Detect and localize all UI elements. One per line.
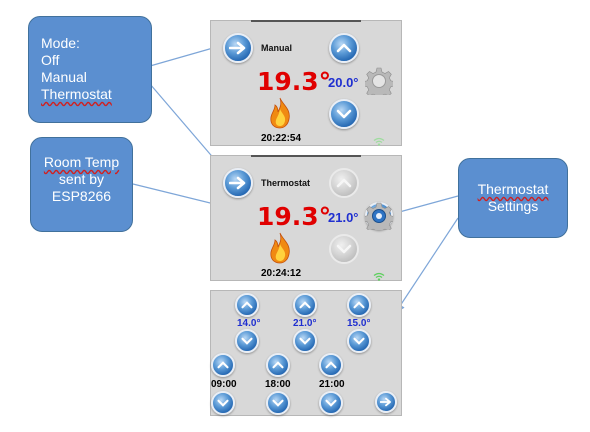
chevron-up-icon xyxy=(353,301,365,309)
screen-manual: Manual 19.3° 20.0° 20:22:54 xyxy=(210,20,402,146)
time3-value: 21:00 xyxy=(319,379,345,390)
room-temperature: 19.3° xyxy=(257,202,332,231)
mode-callout: Mode: Off Manual Thermostat xyxy=(28,16,152,123)
arrow-right-icon xyxy=(229,176,246,190)
gear-icon xyxy=(362,67,396,100)
chevron-down-icon xyxy=(241,337,253,345)
wifi-icon xyxy=(373,133,385,146)
chevron-down-icon xyxy=(299,337,311,345)
settings-gear-button[interactable] xyxy=(362,67,396,100)
time2-up-button[interactable] xyxy=(266,353,290,377)
mode-cycle-button[interactable] xyxy=(223,33,253,63)
chevron-down-icon xyxy=(272,399,284,407)
settings-callout-line1: Thermostat xyxy=(477,181,549,197)
chevron-up-icon xyxy=(325,361,337,369)
chevron-down-icon xyxy=(217,399,229,407)
mode-label: Thermostat xyxy=(261,178,311,188)
chevron-up-icon xyxy=(336,43,352,53)
room-temp-callout: Room Temp sent by ESP8266 xyxy=(30,137,133,232)
connector-settings-screen3 xyxy=(395,217,459,314)
room-temp-callout-line3: ESP8266 xyxy=(51,188,112,204)
room-temp-callout-line2: sent by xyxy=(58,171,105,187)
chevron-up-icon xyxy=(336,178,352,188)
thermostat-settings-button[interactable] xyxy=(365,202,393,230)
temp2-value: 21.0° xyxy=(293,318,317,329)
chevron-down-icon xyxy=(336,109,352,119)
wifi-icon xyxy=(373,268,385,281)
clock-time: 20:22:54 xyxy=(261,133,302,144)
arrow-right-icon xyxy=(380,397,391,407)
room-temp-callout-line1: Room Temp xyxy=(43,154,120,170)
mode-callout-title: Mode: xyxy=(41,35,80,51)
mode-label: Manual xyxy=(261,43,293,53)
clock-time: 20:24:12 xyxy=(261,268,302,279)
setpoint-value: 21.0° xyxy=(328,210,359,225)
setpoint-down-button[interactable] xyxy=(329,99,359,129)
time1-down-button[interactable] xyxy=(211,391,235,415)
chevron-up-icon xyxy=(241,301,253,309)
temp1-value: 14.0° xyxy=(237,318,261,329)
setpoint-up-button-disabled[interactable] xyxy=(329,168,359,198)
chevron-up-icon xyxy=(272,361,284,369)
temp1-up-button[interactable] xyxy=(235,293,259,317)
settings-callout-line2: Settings xyxy=(487,198,539,214)
temp3-value: 15.0° xyxy=(347,318,371,329)
setpoint-value: 20.0° xyxy=(328,75,359,90)
flame-icon xyxy=(267,232,293,264)
temp2-down-button[interactable] xyxy=(293,329,317,353)
chevron-up-icon xyxy=(299,301,311,309)
chevron-down-icon xyxy=(353,337,365,345)
time1-up-button[interactable] xyxy=(211,353,235,377)
screen-thermostat: Thermostat 19.3° 21.0° 20:24:12 xyxy=(210,155,402,281)
temp3-up-button[interactable] xyxy=(347,293,371,317)
time1-value: 09:00 xyxy=(211,379,237,390)
setpoint-down-button-disabled[interactable] xyxy=(329,234,359,264)
flame-icon xyxy=(267,97,293,129)
back-button[interactable] xyxy=(375,391,397,413)
mode-option-manual: Manual xyxy=(41,69,87,85)
mode-option-thermostat: Thermostat xyxy=(41,86,112,102)
chevron-down-icon xyxy=(325,399,337,407)
mode-cycle-button[interactable] xyxy=(223,168,253,198)
chevron-up-icon xyxy=(217,361,229,369)
time2-down-button[interactable] xyxy=(266,391,290,415)
time2-value: 18:00 xyxy=(265,379,291,390)
temp1-down-button[interactable] xyxy=(235,329,259,353)
arrow-right-icon xyxy=(229,41,246,55)
screen-top-bar xyxy=(251,155,361,157)
temp2-up-button[interactable] xyxy=(293,293,317,317)
temp3-down-button[interactable] xyxy=(347,329,371,353)
screen-thermostat-settings: 14.0° 21.0° 15.0° 09:00 18:00 21:00 xyxy=(210,290,402,416)
time3-down-button[interactable] xyxy=(319,391,343,415)
setpoint-up-button[interactable] xyxy=(329,33,359,63)
mode-option-off: Off xyxy=(41,52,60,68)
gear-icon xyxy=(365,202,393,230)
settings-callout: Thermostat Settings xyxy=(458,158,568,238)
room-temperature: 19.3° xyxy=(257,67,332,96)
screen-top-bar xyxy=(251,20,361,22)
chevron-down-icon xyxy=(336,244,352,254)
time3-up-button[interactable] xyxy=(319,353,343,377)
